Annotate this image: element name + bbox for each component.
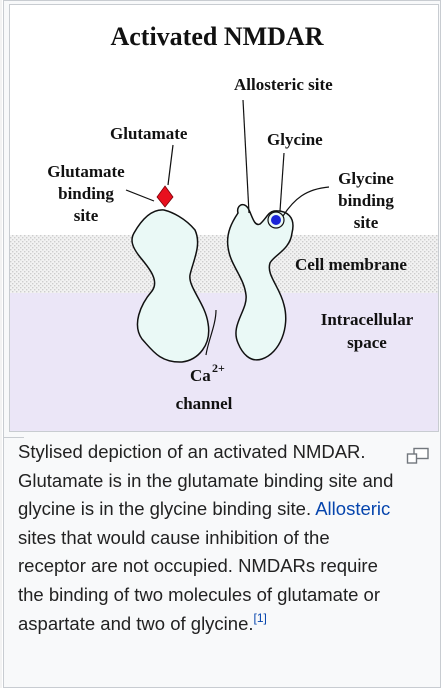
label-allosteric-site: Allosteric site bbox=[234, 75, 333, 94]
magnify-clip-icon[interactable] bbox=[406, 447, 430, 465]
label-intracellular-2: space bbox=[347, 333, 387, 352]
diagram-title: Activated NMDAR bbox=[110, 22, 323, 51]
label-glycine: Glycine bbox=[267, 130, 323, 149]
allosteric-link[interactable]: Allosteric bbox=[315, 498, 390, 519]
label-ca-superscript: 2+ bbox=[212, 361, 225, 375]
page-edge bbox=[0, 0, 2, 688]
glycine-marker bbox=[271, 215, 281, 225]
label-glycine-binding-2: binding bbox=[338, 191, 394, 210]
label-glutamate-binding-2: binding bbox=[58, 184, 114, 203]
figure-image[interactable]: Activated NMDAR Allosteric site Glutamat… bbox=[9, 4, 439, 432]
caption-text-end: sites that would cause inhibition of the… bbox=[18, 527, 380, 634]
reference-link[interactable]: [1] bbox=[254, 611, 267, 625]
nmdar-diagram: Activated NMDAR Allosteric site Glutamat… bbox=[10, 5, 438, 431]
label-cell-membrane: Cell membrane bbox=[295, 255, 407, 274]
figure-box: Activated NMDAR Allosteric site Glutamat… bbox=[3, 0, 441, 688]
label-channel: channel bbox=[176, 394, 233, 413]
label-glutamate-binding-1: Glutamate bbox=[47, 162, 125, 181]
figure-caption: Stylised depiction of an activated NMDAR… bbox=[18, 438, 396, 638]
label-glutamate: Glutamate bbox=[110, 124, 188, 143]
label-ca: Ca bbox=[190, 366, 211, 385]
label-glutamate-binding-3: site bbox=[74, 206, 99, 225]
label-intracellular-1: Intracellular bbox=[321, 310, 414, 329]
label-glycine-binding-3: site bbox=[354, 213, 379, 232]
label-glycine-binding-1: Glycine bbox=[338, 169, 394, 188]
